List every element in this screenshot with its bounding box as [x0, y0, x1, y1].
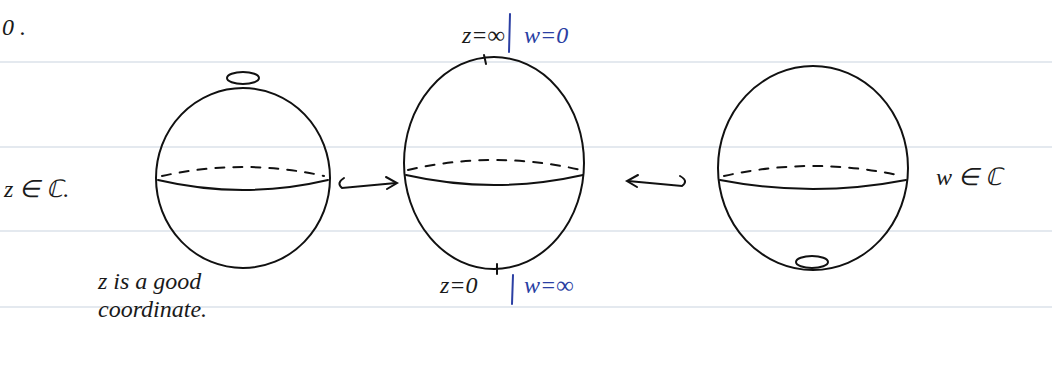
chart-label: w ∈ ℂ — [936, 164, 1002, 192]
pole-label: w=0 — [524, 22, 568, 50]
pole-label: z=0 — [440, 272, 478, 300]
chart-label: z ∈ ℂ. — [4, 176, 69, 204]
pole-label: w=∞ — [524, 272, 573, 300]
corner-note: 0 . — [2, 14, 26, 42]
note-text: z is a good coordinate. — [98, 268, 248, 323]
pole-label: z=∞ — [462, 22, 505, 50]
